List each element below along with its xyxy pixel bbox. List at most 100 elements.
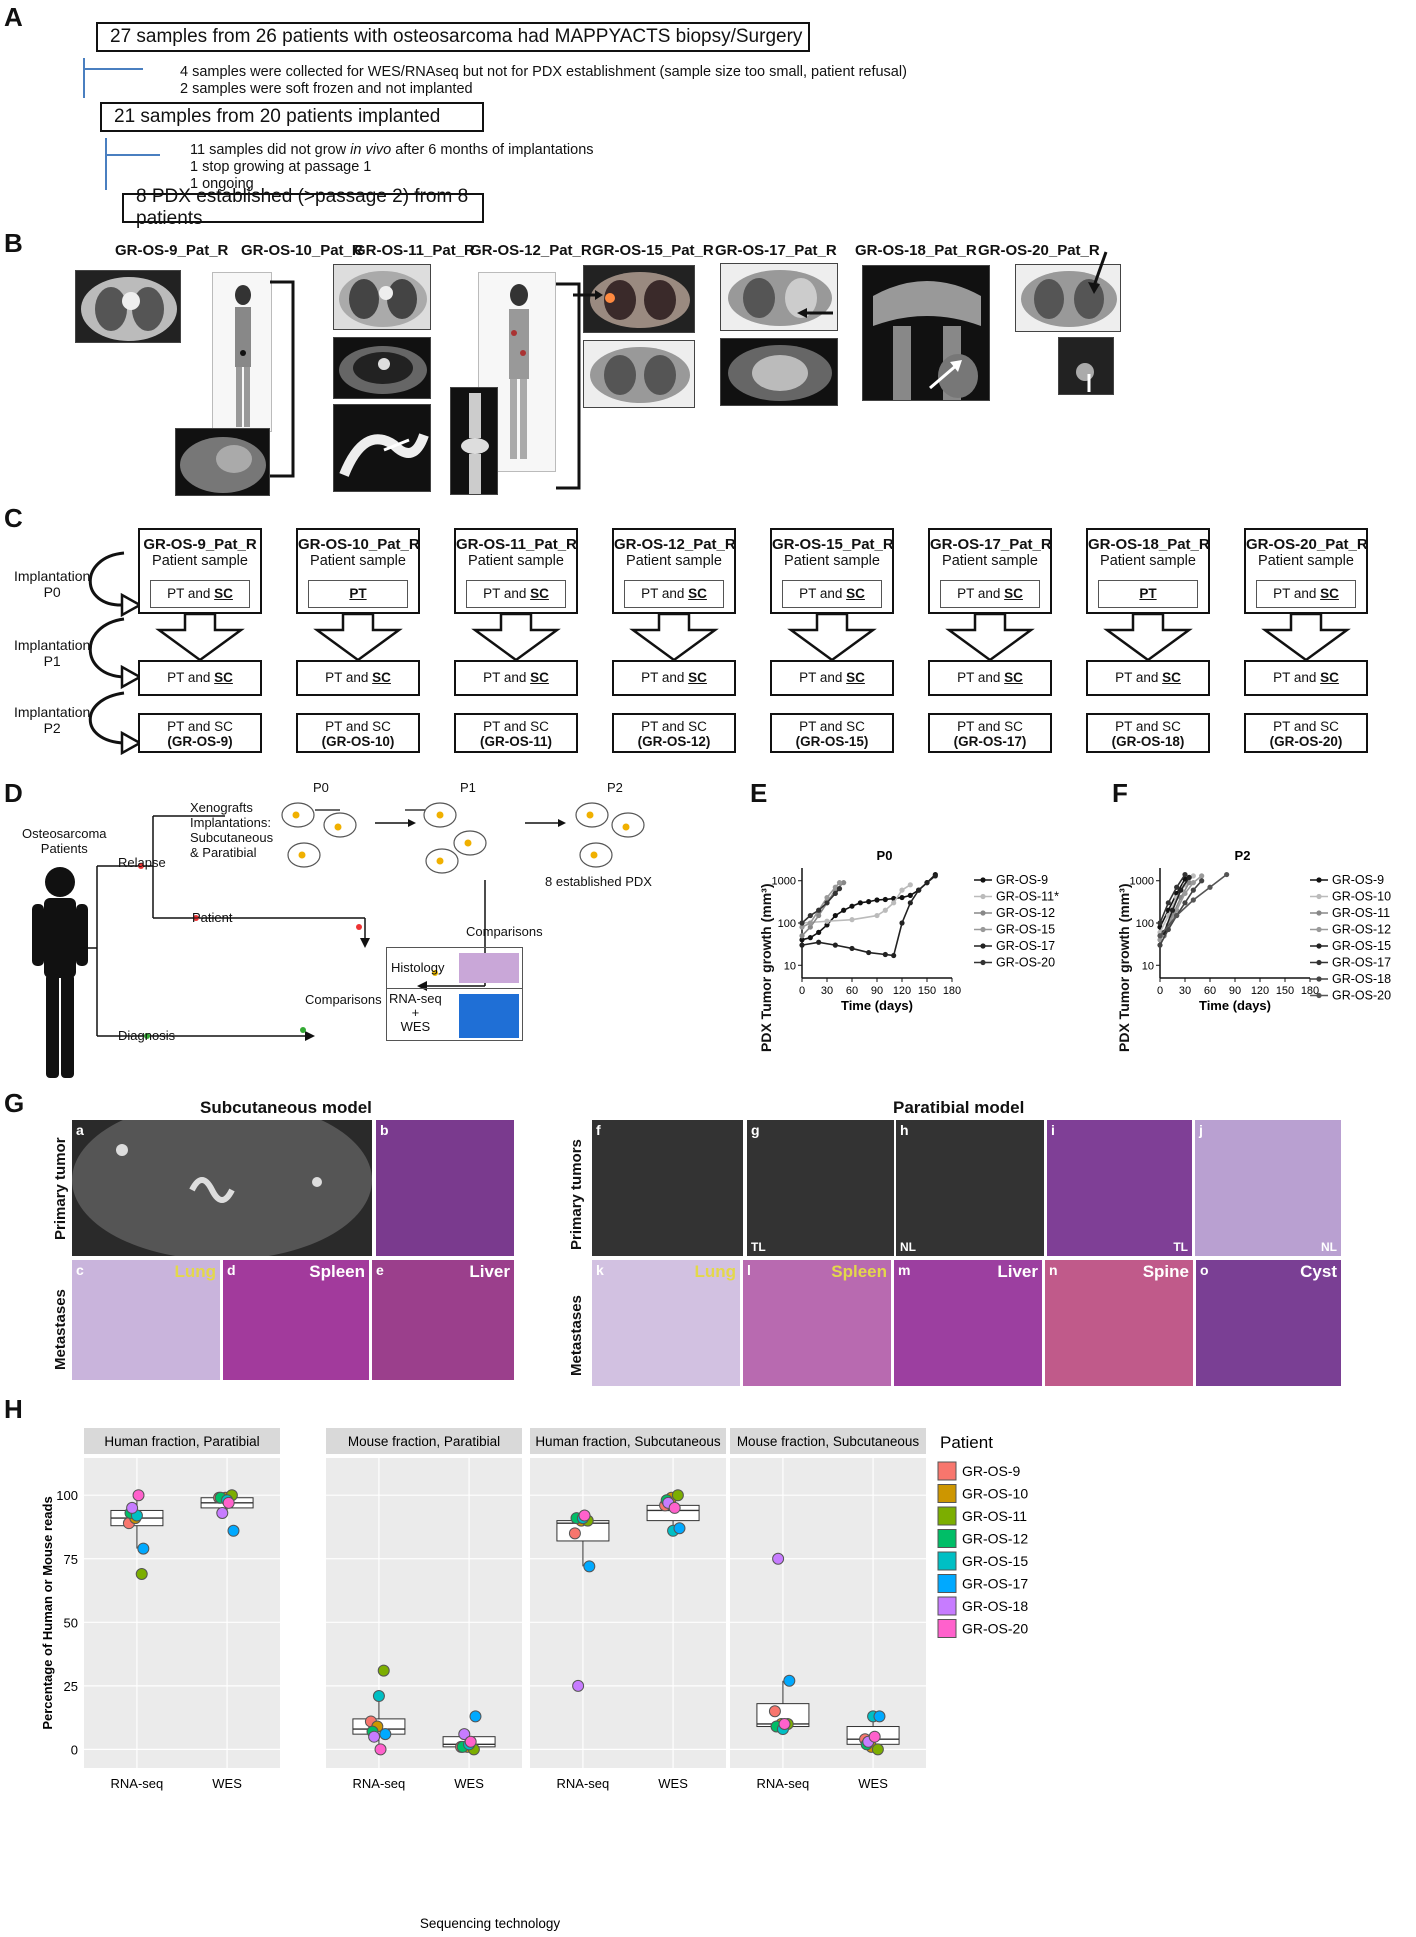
histology-spleen-sub: d Spleen [223, 1260, 369, 1380]
label-established-pdx: 8 established PDX [545, 874, 652, 889]
facet-strip [730, 1428, 926, 1454]
scan-label-gr-os-10: GR-OS-10_Pat_R [241, 242, 363, 259]
p2-box-pdx-id: (GR-OS-9) [167, 734, 233, 749]
data-point [866, 899, 872, 905]
label-comparisons-1: Comparisons [466, 924, 543, 939]
data-point [841, 880, 847, 886]
p2-box-label: PT and SC [483, 719, 549, 734]
flow-note-1: 4 samples were collected for WES/RNAseq … [180, 64, 907, 98]
data-point [1182, 871, 1188, 878]
legend-key [937, 1461, 957, 1481]
flow-note-1-line-1: 4 samples were collected for WES/RNAseq … [180, 64, 907, 80]
down-arrow-3 [471, 612, 561, 662]
data-point [836, 880, 843, 886]
data-point [673, 1522, 686, 1535]
data-point [668, 1501, 681, 1514]
patient-box-title: GR-OS-11_Pat_R [456, 536, 577, 553]
legend-key [937, 1551, 957, 1571]
p1-box-1: PT and SC [138, 660, 262, 696]
down-arrow-7 [1103, 612, 1193, 662]
data-point [1178, 887, 1184, 893]
legend-label: GR-OS-17 [996, 939, 1055, 953]
legend-marker [980, 893, 986, 900]
ct-paratibial-g: g TL [747, 1120, 894, 1256]
data-point [866, 949, 872, 956]
series-line [1159, 874, 1186, 924]
data-point [135, 1568, 148, 1581]
x-tick-label: 120 [893, 985, 911, 997]
y-tick-label: 1000 [1130, 876, 1154, 888]
tag-liver-sub: Liver [469, 1262, 510, 1281]
tag-spine-para: Spine [1142, 1262, 1189, 1281]
x-tick-label: 60 [1204, 985, 1216, 997]
data-point [873, 1710, 886, 1723]
label-primary-tumors: Primary tumors [568, 1139, 585, 1250]
data-point [1190, 897, 1196, 903]
ct-subcutaneous-tumor: a [72, 1120, 372, 1256]
facet-strip [84, 1428, 280, 1454]
data-point [871, 1743, 884, 1756]
label-diagnosis: Diagnosis [118, 1028, 176, 1043]
ct-scan-gr-os-17-a [720, 263, 838, 331]
data-point [816, 929, 822, 935]
data-point [907, 900, 913, 906]
data-point [568, 1527, 581, 1540]
legend-label: GR-OS-11* [996, 890, 1059, 904]
data-point [799, 942, 805, 948]
data-point [583, 1560, 596, 1573]
tag-tl-ct: TL [751, 1240, 766, 1254]
data-point [1157, 933, 1163, 939]
series-line [801, 875, 936, 957]
tag-liver-para: Liver [997, 1262, 1038, 1281]
x-axis-label: Time (days) [841, 998, 913, 1013]
y-tick-label: 1000 [772, 876, 796, 888]
data-point [882, 951, 888, 958]
panel-f-letter: F [1112, 778, 1128, 808]
label-comparisons-2: Comparisons [305, 992, 382, 1007]
data-point [458, 1728, 471, 1741]
p2-box-pdx-id: (GR-OS-11) [479, 734, 552, 749]
flow-box-2: 21 samples from 20 patients implanted [100, 102, 484, 132]
data-point [824, 894, 830, 901]
data-point [1174, 907, 1180, 913]
x-tick-label: 0 [799, 985, 805, 997]
x-tick-label: WES [858, 1776, 888, 1791]
down-arrow-5 [787, 612, 877, 662]
x-tick-label: 90 [871, 985, 883, 997]
tag-cyst-para: Cyst [1300, 1262, 1337, 1281]
legend-marker [1316, 893, 1322, 900]
histology-lung-para: k Lung [592, 1260, 740, 1386]
p0-implant-site: PT and SC [150, 580, 250, 608]
series-line [1163, 876, 1190, 933]
data-point [899, 887, 905, 893]
x-tick-label: RNA-seq [111, 1776, 164, 1791]
tag-lung-sub: Lung [174, 1262, 216, 1281]
p2-box-8: PT and SC(GR-OS-20) [1244, 713, 1368, 753]
panel-c-letter: C [4, 503, 23, 533]
facet-strip [530, 1428, 726, 1454]
legend-marker [1316, 943, 1322, 949]
data-point [227, 1524, 240, 1537]
label-implantation-p0: Implantation P0 [14, 568, 91, 600]
p2-box-3: PT and SC(GR-OS-11) [454, 713, 578, 753]
x-tick-label: WES [658, 1776, 688, 1791]
data-point [807, 912, 813, 919]
subfig-e: e [376, 1262, 384, 1278]
subfig-c: c [76, 1262, 84, 1278]
legend-key [937, 1619, 957, 1638]
data-point [832, 890, 838, 897]
arrow-gr-os-20 [1088, 251, 1108, 294]
data-point [899, 894, 905, 901]
tag-lung-para: Lung [694, 1262, 736, 1281]
legend-label: GR-OS-9 [996, 873, 1048, 887]
down-arrow-6 [945, 612, 1035, 662]
data-point [377, 1664, 390, 1677]
data-point [882, 896, 888, 903]
ct-paratibial-f: f [592, 1120, 743, 1256]
data-point [807, 924, 813, 930]
tag-tl-hist: TL [1173, 1240, 1188, 1254]
label-implantation-p1: Implantation P1 [14, 637, 91, 669]
